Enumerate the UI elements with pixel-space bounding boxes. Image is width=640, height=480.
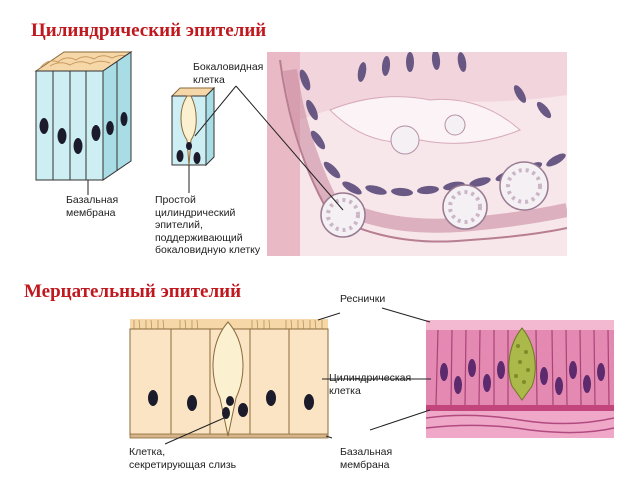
ciliated-epithelium-diagram: [129, 319, 329, 439]
nucleus: [106, 121, 114, 135]
nucleus: [193, 152, 201, 164]
simple-columnar-label: Простой цилиндрический эпителий, поддерж…: [155, 194, 261, 256]
nucleus: [57, 128, 67, 144]
nucleus: [39, 118, 49, 134]
cilia-label: Реснички: [340, 293, 386, 305]
ciliated-epithelium-micrograph: [426, 320, 614, 438]
goblet-cell-label: Бокаловидная клетка: [193, 61, 264, 86]
nucleus: [91, 125, 101, 141]
nucleus: [186, 142, 192, 150]
nucleus: [73, 138, 83, 154]
nucleus: [238, 403, 248, 417]
columnar-epithelium-micrograph: [267, 52, 567, 256]
nucleus: [120, 112, 128, 126]
basal-membrane-label-bottom: Базальная мембрана: [340, 446, 393, 471]
mucus-secreting-cell: [212, 321, 244, 437]
nucleus: [304, 394, 314, 410]
ciliated-epithelium-heading: Мерцательный эпителий: [24, 281, 242, 302]
columnar-cell-label: Цилиндрическая клетка: [329, 372, 412, 397]
nucleus: [266, 390, 276, 406]
goblet-cell-diagram: [170, 86, 216, 193]
nucleus: [187, 395, 197, 411]
columnar-cell-block: [34, 51, 133, 195]
basal-membrane-label-top: Базальная мембрана: [66, 194, 119, 219]
nucleus: [222, 407, 230, 419]
nucleus: [148, 390, 158, 406]
nucleus: [226, 396, 234, 406]
mucus-cell-label: Клетка, секретирующая слизь: [129, 446, 237, 471]
nucleus: [176, 150, 184, 162]
columnar-epithelium-heading: Цилиндрический эпителий: [31, 20, 267, 41]
